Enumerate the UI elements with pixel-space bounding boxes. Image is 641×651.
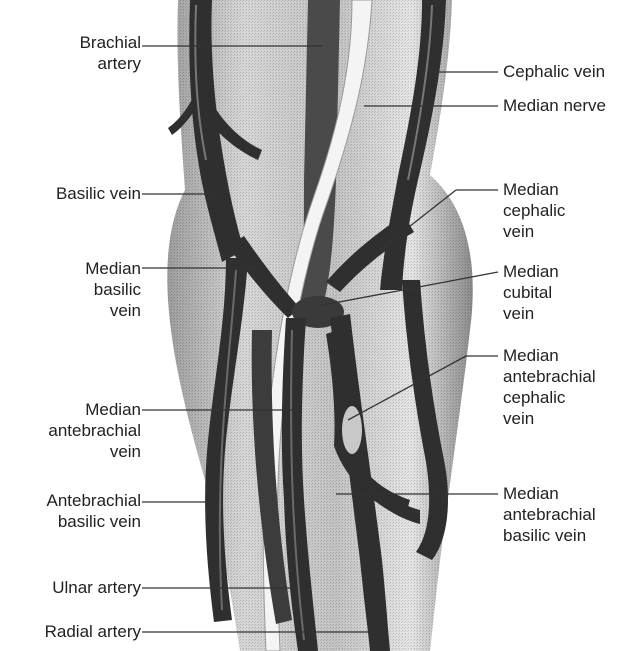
label-radial-artery: Radial artery [45, 621, 141, 642]
label-ulnar-artery: Ulnar artery [52, 577, 141, 598]
label-median-antebrachial-cephalic-vein: Median antebrachial cephalic vein [503, 345, 596, 429]
label-brachial-artery: Brachial artery [80, 32, 141, 74]
label-median-cephalic-vein: Median cephalic vein [503, 179, 565, 242]
label-basilic-vein: Basilic vein [56, 183, 141, 204]
label-median-cubital-vein: Median cubital vein [503, 261, 559, 324]
label-cephalic-vein: Cephalic vein [503, 61, 605, 82]
label-median-antebrachial-basilic-vein: Median antebrachial basilic vein [503, 483, 596, 546]
label-median-antebrachial-vein: Median antebrachial vein [48, 399, 141, 462]
label-median-nerve: Median nerve [503, 95, 606, 116]
label-antebrachial-basilic-vein: Antebrachial basilic vein [46, 490, 141, 532]
label-median-basilic-vein: Median basilic vein [85, 258, 141, 321]
